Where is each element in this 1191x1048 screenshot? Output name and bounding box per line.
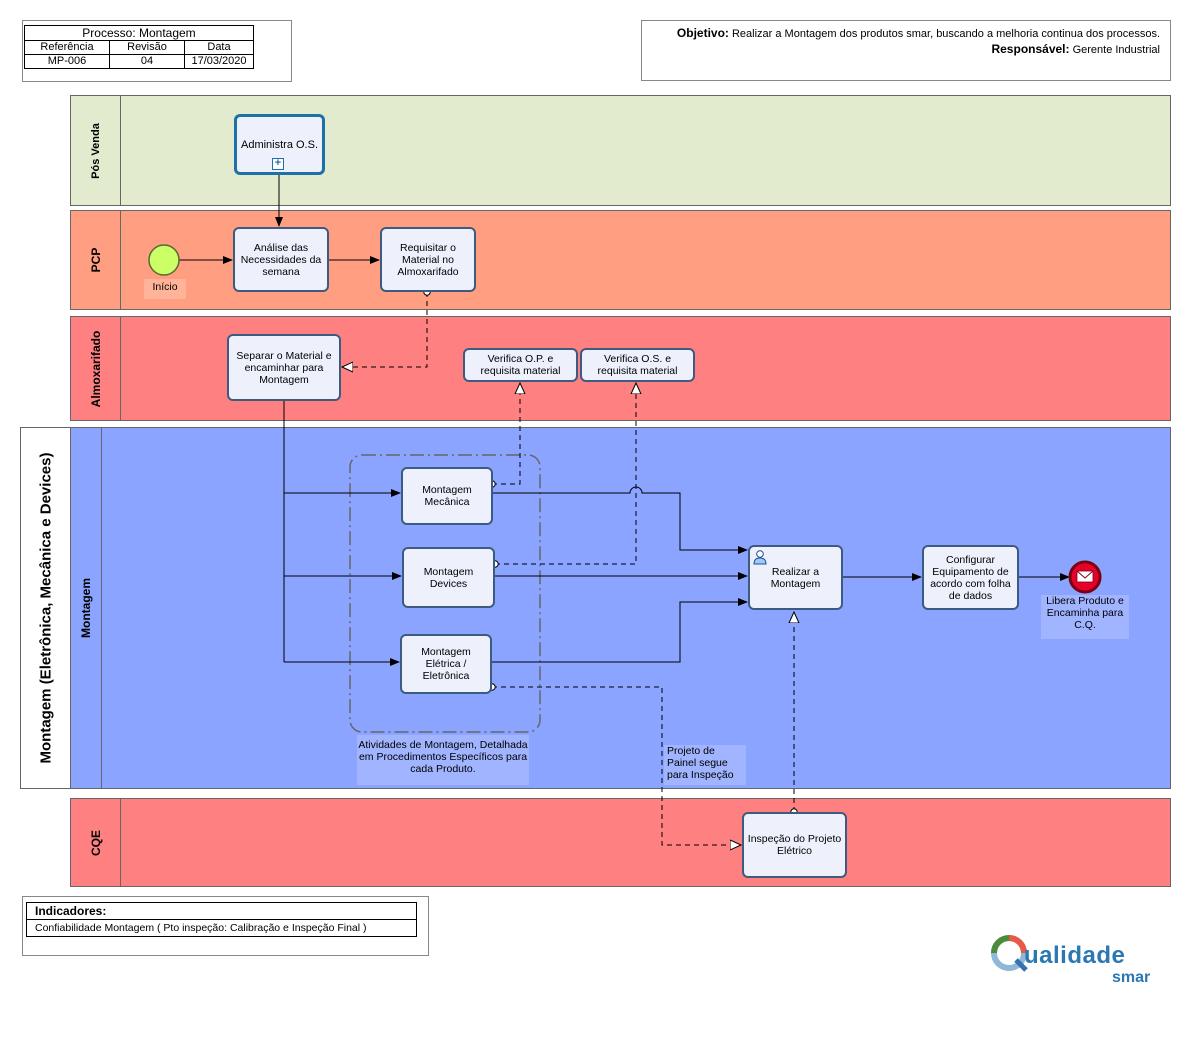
lane-header-pos-venda: Pós Venda [71,96,121,205]
task-verifica-op-label: Verifica O.P. e requisita material [480,353,561,377]
task-realizar-montagem-label: Realizar a Montagem [770,565,821,590]
task-analise[interactable]: Análise das Necessidades da semana [233,227,329,292]
indicators-text: Confiabilidade Montagem ( Pto inspeção: … [35,922,367,934]
logo-sub: smar [1112,969,1151,986]
task-montagem-devices[interactable]: Montagem Devices [402,547,495,608]
envelope-icon [1076,570,1094,583]
process-header-table: Processo: Montagem Referência Revisão Da… [24,25,254,69]
task-realizar-montagem[interactable]: Realizar a Montagem [748,545,843,610]
projeto-note: Projeto de Painel segue para Inspeção [664,745,746,785]
end-event-label: Libera Produto e Encaminha para C.Q. [1041,595,1129,639]
group-note: Atividades de Montagem, Detalhada em Pro… [357,735,529,785]
task-verifica-os-label: Verifica O.S. e requisita material [597,353,678,377]
start-event[interactable] [148,244,180,276]
task-administra-os-label: Administra O.S. [240,139,319,151]
user-task-icon [753,550,767,565]
indicators-table: Indicadores: Confiabilidade Montagem ( P… [26,902,417,937]
task-requisitar-label: Requisitar o Material no Almoxarifado [397,241,459,278]
qualidade-smar-logo: ualidade smar [990,934,1170,990]
objective-label: Objetivo: [676,26,729,40]
task-inspecao[interactable]: Inspeção do Projeto Elétrico [742,812,847,878]
reference-value: MP-006 [24,54,110,69]
revision-value: 04 [109,54,185,69]
task-requisitar[interactable]: Requisitar o Material no Almoxarifado [380,227,476,292]
col-revision: Revisão [109,40,185,55]
responsible-label: Responsável: [991,42,1070,56]
task-montagem-mecanica-label: Montagem Mecânica [422,484,472,508]
lane-header-cqe: CQE [71,799,121,886]
activities-group [349,454,541,733]
task-inspecao-label: Inspeção do Projeto Elétrico [747,833,842,857]
start-event-label: Início [144,279,186,299]
task-configurar-label: Configurar Equipamento de acordo com fol… [930,553,1011,602]
task-analise-label: Análise das Necessidades da semana [240,241,322,278]
message-mec-verifica-op [492,383,520,484]
task-montagem-mecanica[interactable]: Montagem Mecânica [401,467,493,525]
task-separar[interactable]: Separar o Material e encaminhar para Mon… [227,334,341,401]
date-value: 17/03/2020 [184,54,254,69]
message-ele-inspecao [492,687,741,845]
task-configurar[interactable]: Configurar Equipamento de acordo com fol… [922,545,1019,610]
task-separar-label: Separar o Material e encaminhar para Mon… [236,349,332,386]
subprocess-plus-icon[interactable]: + [272,158,284,170]
indicators-title: Indicadores: [27,903,416,920]
logo-word: ualidade [1024,942,1126,969]
objective-line: Objetivo: Realizar a Montagem dos produt… [677,26,1160,40]
message-dev-verifica-os [495,383,636,564]
lane-header-pcp: PCP [71,211,121,309]
flow-ele-realizar [492,598,748,663]
responsible-text: Gerente Industrial [1072,44,1160,56]
objective-box: Objetivo: Realizar a Montagem dos produt… [641,20,1171,81]
logo-q-icon [991,935,1028,972]
lane-header-almoxarifado: Almoxarifado [71,317,121,420]
flow-mec-realizar [492,486,748,554]
message-requisitar-separar [342,292,427,367]
responsible-line: Responsável: Gerente Industrial [991,42,1160,56]
task-montagem-devices-label: Montagem Devices [423,565,474,590]
task-verifica-os[interactable]: Verifica O.S. e requisita material [580,348,695,382]
task-montagem-eletrica[interactable]: Montagem Elétrica / Eletrônica [400,634,492,694]
objective-text: Realizar a Montagem dos produtos smar, b… [731,28,1160,40]
task-montagem-eletrica-label: Montagem Elétrica / Eletrônica [421,646,471,682]
indicators-box: Indicadores: Confiabilidade Montagem ( P… [22,896,429,956]
pool-header: Montagem (Eletrônica, Mecânica e Devices… [21,428,71,788]
task-verifica-op[interactable]: Verifica O.P. e requisita material [463,348,578,382]
lane-header-montagem: Montagem [70,428,102,788]
